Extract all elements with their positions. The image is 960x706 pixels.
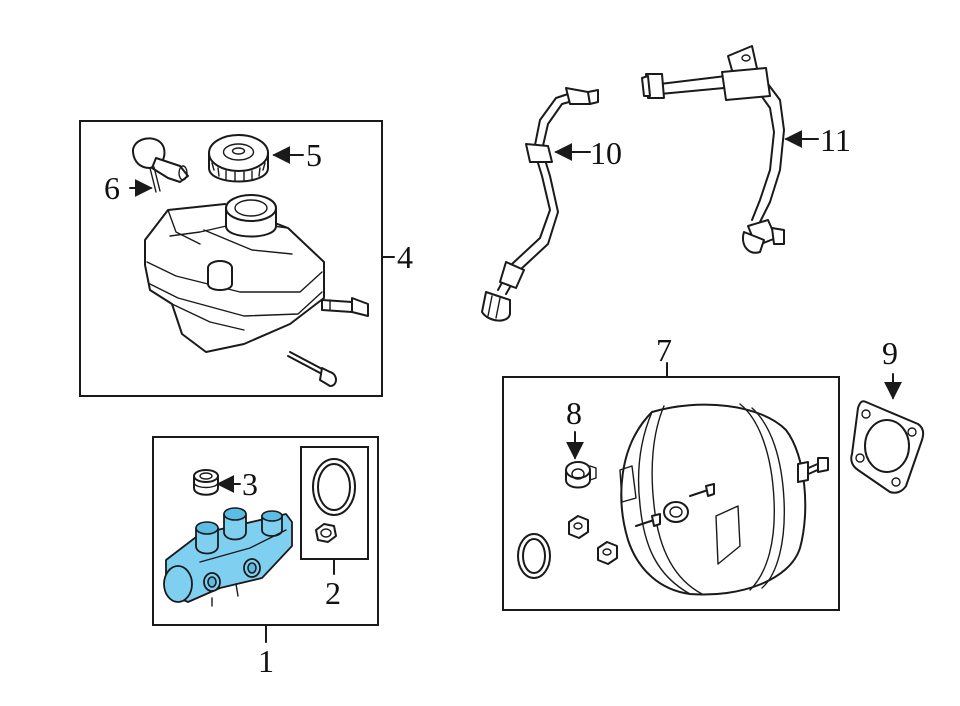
callout-11[interactable]: 11 [820,122,851,158]
master-cylinder-part-1[interactable] [163,507,293,607]
booster-seal-ring[interactable] [517,533,551,579]
callout-4[interactable]: 4 [397,239,413,275]
brake-hose-part-11[interactable] [641,45,785,254]
reservoir-bolt[interactable] [287,351,337,387]
level-sensor-part-6[interactable] [132,137,189,193]
booster-nut-a[interactable] [568,515,589,539]
fluid-reservoir-tank[interactable] [144,194,369,353]
callout-6[interactable]: 6 [104,170,120,206]
booster-nut-b[interactable] [597,541,618,565]
grommet-part-8[interactable] [565,461,597,489]
reservoir-group-frame [79,120,383,397]
callout-9[interactable]: 9 [882,335,898,371]
callout-1[interactable]: 1 [258,643,274,679]
callout-2[interactable]: 2 [325,575,341,611]
seal-kit-part-2[interactable] [312,458,356,543]
callout-7[interactable]: 7 [656,332,672,368]
brake-line-part-10[interactable] [481,87,599,322]
callout-10[interactable]: 10 [590,135,622,171]
booster-gasket-part-9[interactable] [850,400,925,494]
brake-booster-group: 7 8 [502,332,840,611]
booster-group-frame [502,376,840,611]
callout-3[interactable]: 3 [242,466,258,502]
grommet-part-3[interactable] [193,469,219,496]
master-cylinder-group: 1 3 [152,436,379,679]
callout-5[interactable]: 5 [306,137,322,173]
reservoir-assembly-group: 4 6 5 [79,120,413,397]
brake-booster-part-7[interactable] [619,403,829,596]
reservoir-cap-part-5[interactable] [208,134,269,183]
callout-8[interactable]: 8 [566,395,582,431]
